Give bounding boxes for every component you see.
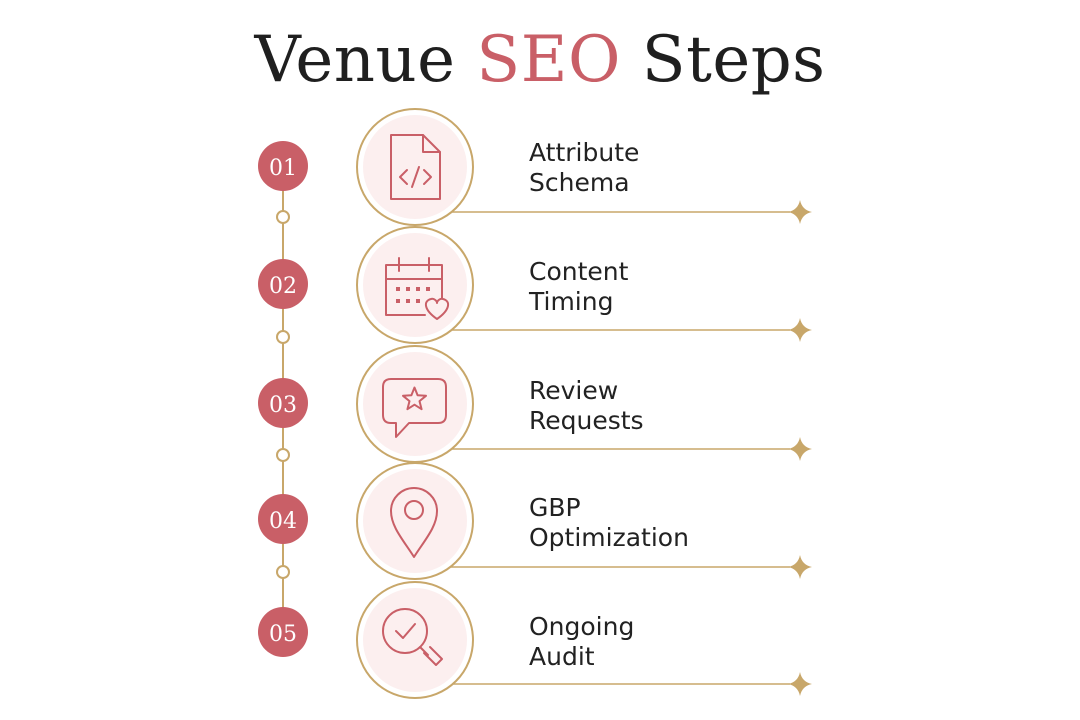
step-number-badge: [258, 141, 308, 191]
step-label: Content Timing: [529, 257, 829, 317]
code-file-icon: [390, 134, 441, 200]
star-speech-bubble-icon: [382, 378, 447, 438]
sparkle-icon: [788, 200, 812, 224]
page-title: Venue SEO Steps: [0, 18, 1080, 102]
step-label-line-1: Attribute: [529, 138, 640, 167]
step-4: 04: [258, 462, 812, 580]
step-label-line-1: Review: [529, 376, 619, 405]
step-label-line-2: Optimization: [529, 523, 689, 552]
icon-circle-inner: [363, 588, 467, 692]
step-label: Review Requests: [529, 376, 829, 436]
step-3: 03: [258, 345, 812, 463]
icon-circle-inner: [363, 233, 467, 337]
title-part-1: Venue: [254, 23, 456, 97]
step-label-line-2: Schema: [529, 168, 630, 197]
step-label-line-2: Timing: [529, 287, 614, 316]
step-1: 01: [258, 108, 812, 226]
step-label: GBP Optimization: [529, 493, 829, 553]
sparkle-icon: [788, 437, 812, 461]
title-accent: SEO: [476, 23, 621, 97]
timeline-dot: [276, 448, 290, 462]
step-label: Ongoing Audit: [529, 612, 829, 672]
step-label-line-2: Requests: [529, 406, 644, 435]
step-label: Attribute Schema: [529, 138, 829, 198]
step-number: 05: [269, 622, 297, 647]
step-label-line-2: Audit: [529, 642, 595, 671]
step-number: 02: [269, 274, 297, 299]
map-pin-icon: [390, 487, 438, 558]
sparkle-icon: [788, 555, 812, 579]
timeline-dot: [276, 565, 290, 579]
magnifier-check-icon: [382, 608, 443, 666]
sparkle-icon: [788, 672, 812, 696]
step-label-line-1: Content: [529, 257, 629, 286]
step-label-line-1: GBP: [529, 493, 581, 522]
icon-circle-inner: [363, 115, 467, 219]
calendar-heart-icon: [385, 257, 450, 320]
step-number: 01: [269, 156, 297, 181]
title-part-2: Steps: [641, 23, 826, 97]
step-number-badge: [258, 607, 308, 657]
step-number: 03: [269, 393, 297, 418]
step-2: 02: [258, 226, 812, 344]
step-label-line-1: Ongoing: [529, 612, 635, 641]
sparkle-icon: [788, 318, 812, 342]
step-number: 04: [269, 509, 297, 534]
step-5: 05: [258, 581, 812, 699]
step-number-badge: [258, 259, 308, 309]
calendar-dots: [396, 287, 430, 303]
step-number-badge: [258, 494, 308, 544]
step-number-badge: [258, 378, 308, 428]
timeline-dot: [276, 210, 290, 224]
timeline-dot: [276, 330, 290, 344]
icon-circle-inner: [363, 469, 467, 573]
